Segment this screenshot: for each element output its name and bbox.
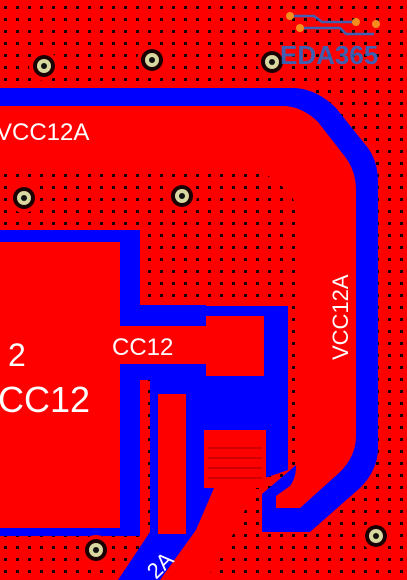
bottom-trace-left bbox=[158, 394, 186, 534]
eda365-logo: EDA365 bbox=[280, 12, 380, 70]
net-label-top: VCC12A bbox=[0, 119, 89, 146]
via bbox=[167, 181, 197, 211]
via bbox=[361, 521, 391, 551]
large-pad bbox=[0, 242, 120, 528]
stub-trace bbox=[120, 326, 210, 364]
via bbox=[29, 51, 59, 81]
via bbox=[9, 183, 39, 213]
via bbox=[257, 47, 287, 77]
trace-vcc12a bbox=[0, 106, 356, 508]
stub-net-label: CC12 bbox=[112, 334, 173, 361]
net-label-right: VCC12A bbox=[328, 274, 353, 360]
via bbox=[81, 535, 111, 565]
bottom-pad bbox=[204, 430, 266, 488]
bottom-trace-diagonal bbox=[160, 488, 256, 580]
logo-circuit-icon bbox=[286, 12, 380, 36]
pad-striping bbox=[208, 447, 262, 479]
logo-wordmark: EDA365 bbox=[280, 40, 378, 70]
via bbox=[137, 45, 167, 75]
component-pad bbox=[206, 316, 264, 376]
via-group bbox=[9, 45, 391, 565]
pad-net-label: CC12 bbox=[0, 379, 90, 420]
pad-number-label: 2 bbox=[8, 337, 26, 373]
